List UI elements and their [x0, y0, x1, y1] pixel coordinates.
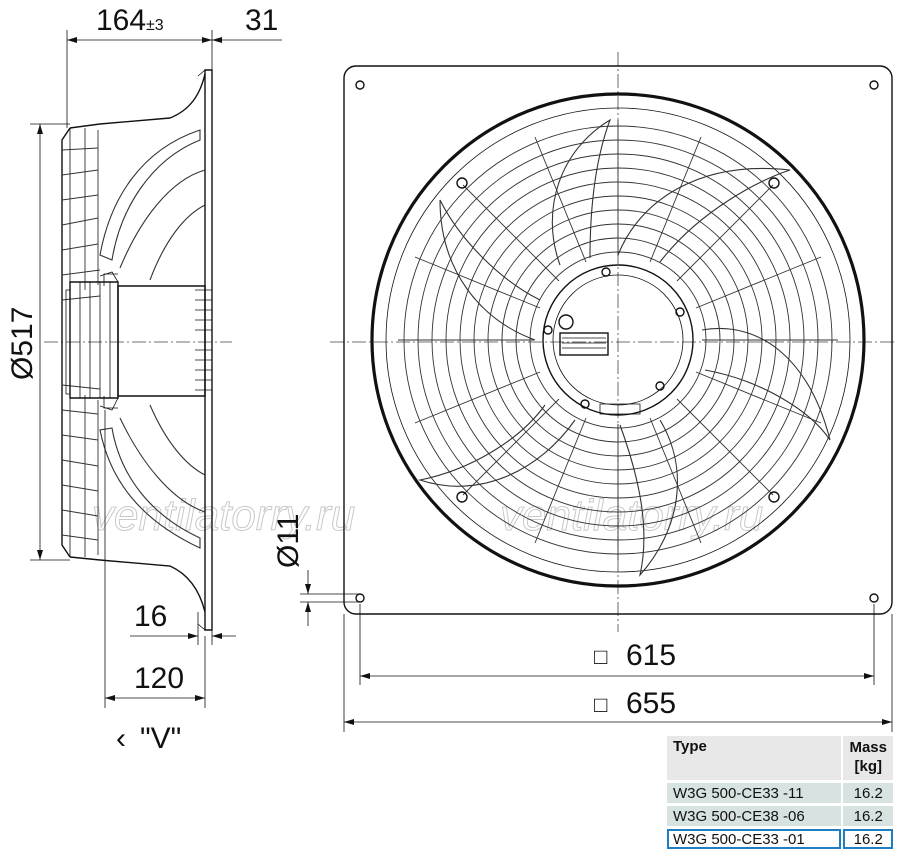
view-arrow-icon: ‹ [116, 722, 126, 755]
guard-spokes [398, 120, 838, 560]
hole-pitch-square-icon: □ [594, 644, 607, 669]
type-cell: W3G 500-CE33 -11 [667, 783, 842, 803]
view-label: "V" [140, 722, 181, 755]
mass-header-line1: Mass [849, 739, 887, 756]
table-header-row: Type Mass [kg] [667, 736, 893, 780]
flange-offset-dimension: 31 [245, 4, 278, 37]
side-view: 164 ±3 31 Ø517 16 120 ‹ "V" [6, 4, 282, 755]
depth-dimension: 164 [96, 4, 146, 37]
watermark-right: ventilatorry.ru [500, 491, 763, 540]
table-row[interactable]: W3G 500-CE38 -06 16.2 [667, 806, 893, 826]
hole-diameter-dimension: Ø11 [272, 514, 305, 568]
mass-header-line2: [kg] [854, 758, 882, 775]
mass-column-header: Mass [kg] [843, 736, 893, 780]
hole-pitch-dimension: 615 [626, 639, 676, 672]
table-row[interactable]: W3G 500-CE33 -11 16.2 [667, 783, 893, 803]
type-mass-table: Type Mass [kg] W3G 500-CE33 -11 16.2 W3G… [667, 733, 893, 852]
motor-depth-dimension: 120 [134, 662, 184, 695]
mass-cell: 16.2 [843, 829, 893, 849]
depth-tolerance: ±3 [146, 17, 164, 34]
plate-size-square-icon: □ [594, 692, 607, 717]
type-cell: W3G 500-CE38 -06 [667, 806, 842, 826]
type-cell: W3G 500-CE33 -01 [667, 829, 842, 849]
mass-cell: 16.2 [843, 806, 893, 826]
plate-size-dimension: 655 [626, 687, 676, 720]
type-column-header: Type [667, 736, 842, 780]
table-row-selected[interactable]: W3G 500-CE33 -01 16.2 [667, 829, 893, 849]
mass-cell: 16.2 [843, 783, 893, 803]
plate-thickness-dimension: 16 [134, 600, 167, 633]
front-view: Ø11 □ 615 □ 655 [272, 52, 895, 732]
watermark-left: ventilatorry.ru [92, 491, 355, 540]
diameter-dimension: Ø517 [6, 307, 39, 380]
fan-blades [417, 118, 831, 577]
